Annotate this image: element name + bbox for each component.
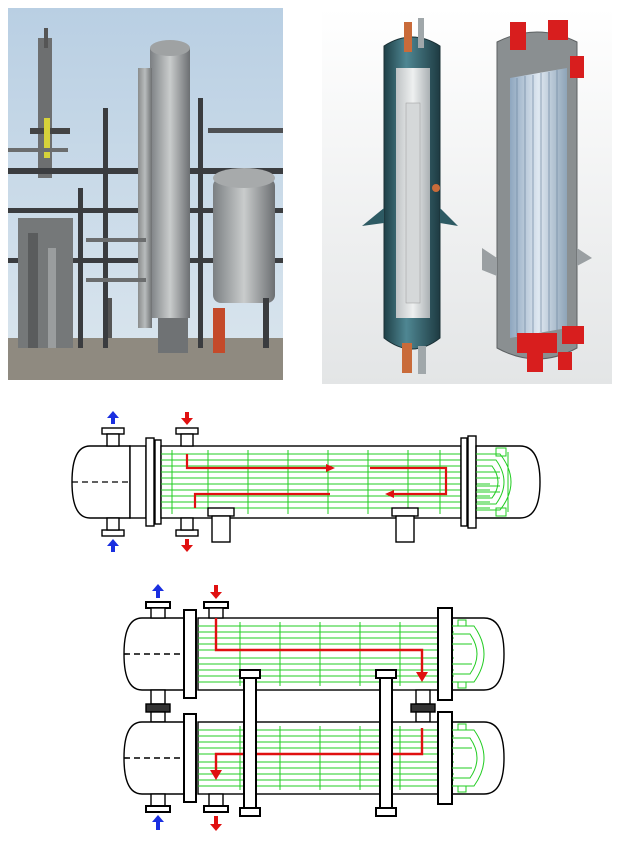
hot-outlet-arrow-icon (210, 816, 222, 831)
upper-exchanger (123, 601, 505, 713)
channel-outlet-nozzle (106, 433, 120, 447)
floating-head (475, 445, 541, 519)
stacked-exchangers-schematic (110, 582, 520, 836)
tube-bundle (161, 450, 490, 514)
rear-tubesheet (460, 437, 468, 527)
hot-inlet-arrow-icon (181, 412, 193, 425)
stacked-exchangers-diagram (123, 584, 505, 831)
cold-inlet-arrow-icon (152, 815, 164, 830)
channel-inlet-nozzle (106, 517, 120, 531)
hot-outlet-arrow-icon (181, 539, 193, 552)
plant-photo-illustration (8, 8, 283, 380)
cold-outlet-arrow-icon (107, 411, 119, 424)
single-exchanger-diagram (71, 411, 541, 552)
hot-flow-path (185, 454, 448, 508)
lower-exchanger (123, 711, 505, 813)
single-exchanger-schematic (60, 408, 550, 558)
shell-inlet-nozzle (180, 433, 194, 447)
saddle-rear (391, 507, 419, 517)
saddle-front (207, 507, 235, 517)
shell (160, 445, 462, 519)
channel-head (71, 445, 131, 519)
shell-outlet-nozzle (180, 517, 194, 531)
plant-photo (8, 8, 283, 380)
exchanger-3d-illustration (322, 8, 612, 384)
stack-supports (239, 669, 397, 817)
cold-inlet-arrow-icon (107, 539, 119, 552)
cold-outlet-arrow-icon (152, 584, 164, 598)
exchanger-3d-renders (322, 8, 612, 384)
hot-inlet-arrow-icon (210, 585, 222, 599)
floating-head-tubes (476, 447, 512, 517)
front-tubesheet (145, 437, 155, 527)
